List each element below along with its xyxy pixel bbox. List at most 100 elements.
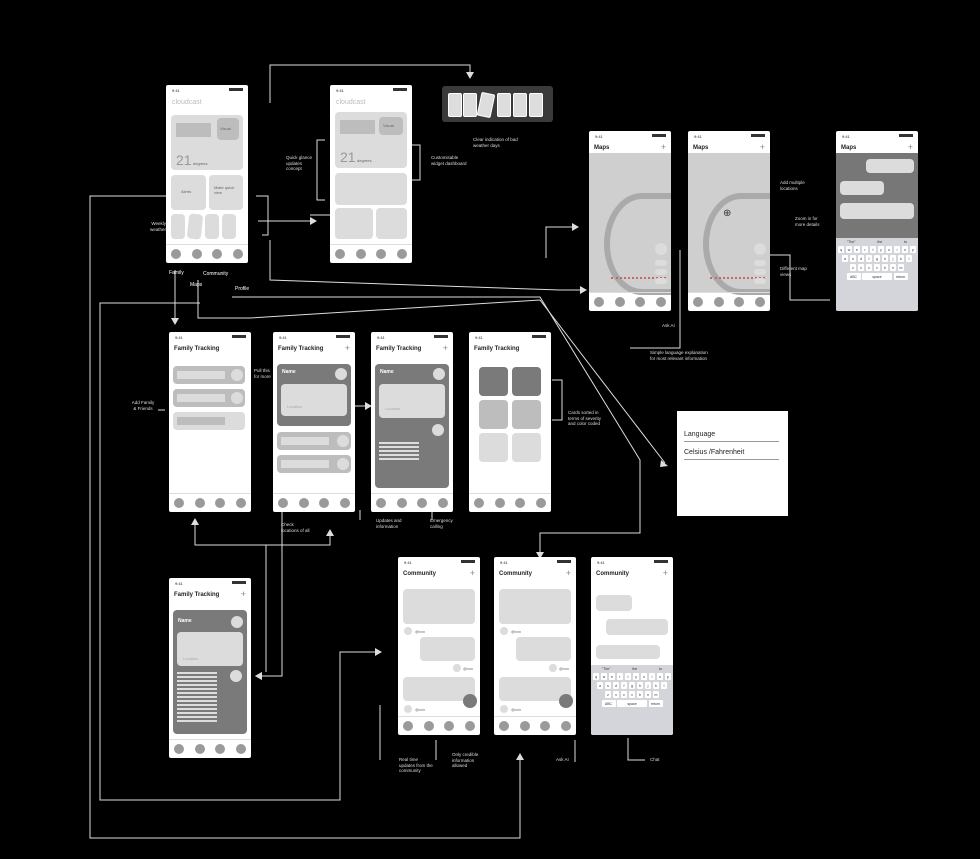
- tab-icon[interactable]: [396, 249, 407, 259]
- add-icon[interactable]: +: [344, 343, 350, 353]
- key[interactable]: a: [596, 682, 604, 689]
- add-icon[interactable]: +: [565, 568, 571, 578]
- key[interactable]: s: [849, 255, 857, 262]
- day-card[interactable]: [205, 214, 219, 239]
- key[interactable]: c: [865, 264, 873, 271]
- tab-icon[interactable]: [515, 498, 526, 508]
- tab-icon[interactable]: [339, 498, 350, 508]
- tab-icon[interactable]: [194, 498, 205, 508]
- member-card[interactable]: [277, 455, 351, 473]
- weather-widget[interactable]: Visual 21 degrees: [335, 112, 407, 168]
- key[interactable]: p: [664, 673, 672, 680]
- key[interactable]: k: [652, 682, 660, 689]
- tab-icon[interactable]: [319, 498, 330, 508]
- key[interactable]: r: [616, 673, 624, 680]
- return-key[interactable]: return: [893, 273, 908, 280]
- member-card[interactable]: [173, 366, 245, 384]
- key[interactable]: d: [857, 255, 865, 262]
- tab-icon[interactable]: [560, 721, 571, 731]
- key[interactable]: u: [640, 673, 648, 680]
- tab-icon[interactable]: [335, 249, 346, 259]
- day-card[interactable]: [171, 214, 185, 239]
- key[interactable]: v: [873, 264, 881, 271]
- key[interactable]: w: [845, 246, 853, 253]
- location-map[interactable]: Location: [281, 384, 347, 416]
- key[interactable]: n: [644, 691, 652, 698]
- key[interactable]: e: [853, 246, 861, 253]
- day-card[interactable]: [463, 93, 477, 117]
- tab-icon[interactable]: [494, 498, 505, 508]
- day-card[interactable]: [513, 93, 527, 117]
- tab-icon[interactable]: [212, 249, 223, 259]
- tab-icon[interactable]: [376, 498, 387, 508]
- post-card[interactable]: [516, 637, 571, 661]
- tab-icon[interactable]: [437, 498, 448, 508]
- map-control[interactable]: [754, 243, 766, 255]
- suggestion[interactable]: to: [659, 667, 663, 671]
- day-card[interactable]: [186, 213, 204, 240]
- add-icon[interactable]: +: [662, 568, 668, 578]
- map-view[interactable]: ⊕: [688, 153, 770, 295]
- emergency-call-button[interactable]: [230, 670, 242, 682]
- tab-icon[interactable]: [519, 721, 530, 731]
- add-icon[interactable]: +: [469, 568, 475, 578]
- day-card[interactable]: [476, 91, 496, 119]
- day-card[interactable]: [448, 93, 462, 117]
- key[interactable]: o: [656, 673, 664, 680]
- widget-slot[interactable]: [335, 208, 373, 239]
- tab-icon[interactable]: [417, 498, 428, 508]
- map-control[interactable]: [754, 278, 766, 284]
- tab-icon[interactable]: [191, 249, 202, 259]
- key[interactable]: n: [889, 264, 897, 271]
- key[interactable]: f: [620, 682, 628, 689]
- key[interactable]: h: [881, 255, 889, 262]
- suggestion[interactable]: "The": [601, 667, 611, 671]
- widget-slot[interactable]: [376, 208, 407, 239]
- key[interactable]: i: [648, 673, 656, 680]
- day-card[interactable]: [529, 93, 543, 117]
- location-map[interactable]: Location: [177, 632, 243, 666]
- tab-icon[interactable]: [278, 498, 289, 508]
- map-control[interactable]: [655, 278, 667, 284]
- member-detail-card[interactable]: Name Location: [277, 364, 351, 426]
- tab-icon[interactable]: [535, 498, 546, 508]
- tab-icon[interactable]: [403, 721, 414, 731]
- tab-icon[interactable]: [423, 721, 434, 731]
- key[interactable]: y: [877, 246, 885, 253]
- tab-icon[interactable]: [194, 744, 205, 754]
- map-control[interactable]: [655, 243, 667, 255]
- key[interactable]: x: [612, 691, 620, 698]
- key[interactable]: d: [612, 682, 620, 689]
- tab-icon[interactable]: [614, 297, 625, 307]
- ask-ai-button[interactable]: [559, 694, 573, 708]
- tab-icon[interactable]: [655, 297, 666, 307]
- tab-icon[interactable]: [713, 297, 724, 307]
- alerts-widget[interactable]: Alerts: [171, 175, 206, 210]
- weather-widget[interactable]: Visual 21 degrees: [171, 115, 243, 170]
- key[interactable]: e: [608, 673, 616, 680]
- map-control[interactable]: [754, 269, 766, 275]
- tab-icon[interactable]: [693, 297, 704, 307]
- map-view[interactable]: [589, 153, 671, 295]
- member-detail-card[interactable]: Name Location: [173, 610, 247, 734]
- map-control[interactable]: [655, 260, 667, 266]
- day-card[interactable]: [497, 93, 511, 117]
- key[interactable]: c: [620, 691, 628, 698]
- tab-icon[interactable]: [174, 744, 185, 754]
- zoom-icon[interactable]: ⊕: [723, 208, 732, 219]
- key[interactable]: t: [869, 246, 877, 253]
- key[interactable]: m: [897, 264, 905, 271]
- member-card[interactable]: [173, 389, 245, 407]
- location-map[interactable]: Location: [379, 384, 445, 418]
- key[interactable]: z: [849, 264, 857, 271]
- tab-icon[interactable]: [540, 721, 551, 731]
- key[interactable]: z: [604, 691, 612, 698]
- severity-card[interactable]: [479, 433, 508, 462]
- post-card[interactable]: [403, 589, 475, 624]
- key[interactable]: u: [885, 246, 893, 253]
- severity-card[interactable]: [479, 400, 508, 429]
- key[interactable]: g: [628, 682, 636, 689]
- tab-icon[interactable]: [396, 498, 407, 508]
- suggestion[interactable]: the: [632, 667, 638, 671]
- tab-icon[interactable]: [635, 297, 646, 307]
